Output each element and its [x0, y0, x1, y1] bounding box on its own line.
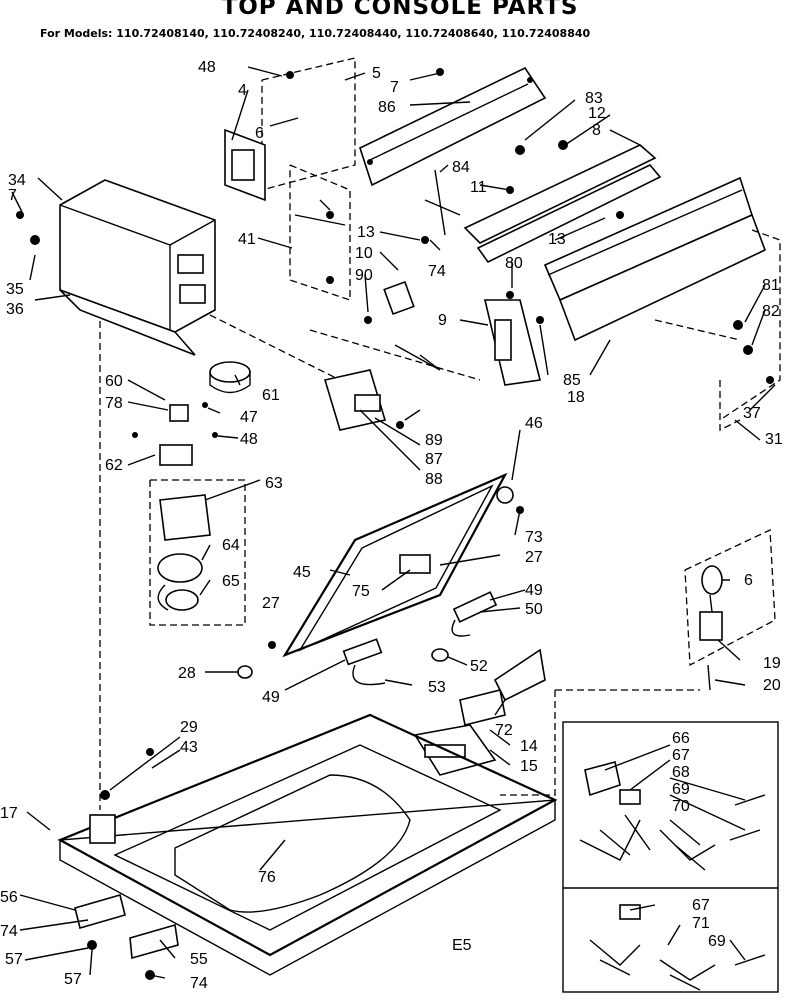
- callout: 56: [0, 889, 18, 906]
- callout: 55: [190, 951, 208, 968]
- callout: 76: [258, 869, 276, 886]
- diagram-code: E5: [452, 937, 472, 954]
- console-back-panel: [359, 66, 547, 187]
- callout: 62: [105, 457, 123, 474]
- callout: 85: [563, 372, 581, 389]
- callout: 83: [585, 90, 603, 107]
- callout: 18: [567, 389, 585, 406]
- callout: 68: [672, 764, 690, 781]
- callout: 13: [357, 224, 375, 241]
- callout: 15: [520, 758, 538, 775]
- callout: 90: [355, 267, 373, 284]
- models-line: For Models: 110.72408140, 110.72408240, …: [40, 27, 591, 40]
- callout: 61: [262, 387, 280, 404]
- callout: 7: [8, 187, 17, 204]
- callout: 80: [505, 255, 523, 272]
- callout: 72: [495, 722, 513, 739]
- washer-top: [57, 713, 558, 976]
- callout: 87: [425, 451, 443, 468]
- callout: 63: [265, 475, 283, 492]
- callout: 89: [425, 432, 443, 449]
- callout: 34: [8, 172, 26, 189]
- callout: 19: [763, 655, 781, 672]
- callout: 28: [178, 665, 196, 682]
- callout: 84: [452, 159, 470, 176]
- callout: 70: [672, 798, 690, 815]
- callout: 74: [0, 923, 18, 940]
- callout: 74: [190, 975, 208, 992]
- callout: 48: [240, 431, 258, 448]
- callout: 20: [763, 677, 781, 694]
- callout: 11: [470, 179, 487, 196]
- callout: 46: [525, 415, 543, 432]
- callout: 4: [238, 82, 247, 99]
- callout: 7: [390, 79, 399, 96]
- motor-assembly: [157, 404, 211, 611]
- bracket-part: [224, 128, 266, 202]
- callout: 36: [6, 301, 24, 318]
- callout: 71: [692, 915, 710, 932]
- control-housing: [59, 179, 216, 356]
- callout: 5: [372, 65, 381, 82]
- hinge-parts: [237, 591, 546, 726]
- callout: 29: [180, 719, 198, 736]
- callout-labels: 48 5 4 7 86 6 83 12 8 34 7 84 11 41 13 1…: [0, 59, 783, 992]
- callout: 8: [592, 122, 601, 139]
- bracket-9: [483, 299, 541, 386]
- callout: 48: [198, 59, 216, 76]
- callout: 66: [672, 730, 690, 747]
- callout: 9: [438, 312, 447, 329]
- callout: 43: [180, 739, 198, 756]
- callout: 35: [6, 281, 24, 298]
- callout: 45: [293, 564, 311, 581]
- callout: 74: [428, 263, 446, 280]
- callout: 86: [378, 99, 396, 116]
- switch-block: [323, 369, 387, 431]
- callout: 88: [425, 471, 443, 488]
- callout: 69: [708, 933, 726, 950]
- timer-knob: [209, 361, 251, 394]
- callout: 37: [743, 405, 761, 422]
- callout: 78: [105, 395, 123, 412]
- callout: 57: [64, 971, 82, 988]
- callout: 47: [240, 409, 258, 426]
- dashed-guides: [99, 57, 781, 810]
- callout: 69: [672, 781, 690, 798]
- callout: 75: [352, 583, 370, 600]
- console-rails: [463, 144, 767, 342]
- callout: 12: [588, 105, 606, 122]
- lid-frame: [282, 472, 514, 658]
- callout: 14: [520, 738, 538, 755]
- callout: 60: [105, 373, 123, 390]
- callout: 64: [222, 537, 240, 554]
- callout: 65: [222, 573, 240, 590]
- callout: 49: [525, 582, 543, 599]
- callout: 50: [525, 601, 543, 618]
- knob-assembly: [699, 565, 723, 641]
- callout: 81: [762, 277, 780, 294]
- callout: 10: [355, 245, 373, 262]
- callout: 41: [238, 231, 256, 248]
- callout: 13: [548, 231, 566, 248]
- leader-lines: [11, 66, 776, 979]
- callout: 82: [762, 303, 780, 320]
- callout: 52: [470, 658, 488, 675]
- callout: 17: [0, 805, 18, 822]
- diagram-title: TOP AND CONSOLE PARTS: [221, 0, 579, 20]
- callout: 49: [262, 689, 280, 706]
- callout: 67: [672, 747, 690, 764]
- callout: 27: [262, 595, 280, 612]
- callout: 27: [525, 549, 543, 566]
- callout: 73: [525, 529, 543, 546]
- callout: 67: [692, 897, 710, 914]
- callout: 31: [765, 431, 783, 448]
- callout: 57: [5, 951, 23, 968]
- callout: 6: [744, 572, 753, 589]
- wiring-inset: [562, 721, 779, 993]
- callout: 6: [255, 125, 264, 142]
- callout: 53: [428, 679, 446, 696]
